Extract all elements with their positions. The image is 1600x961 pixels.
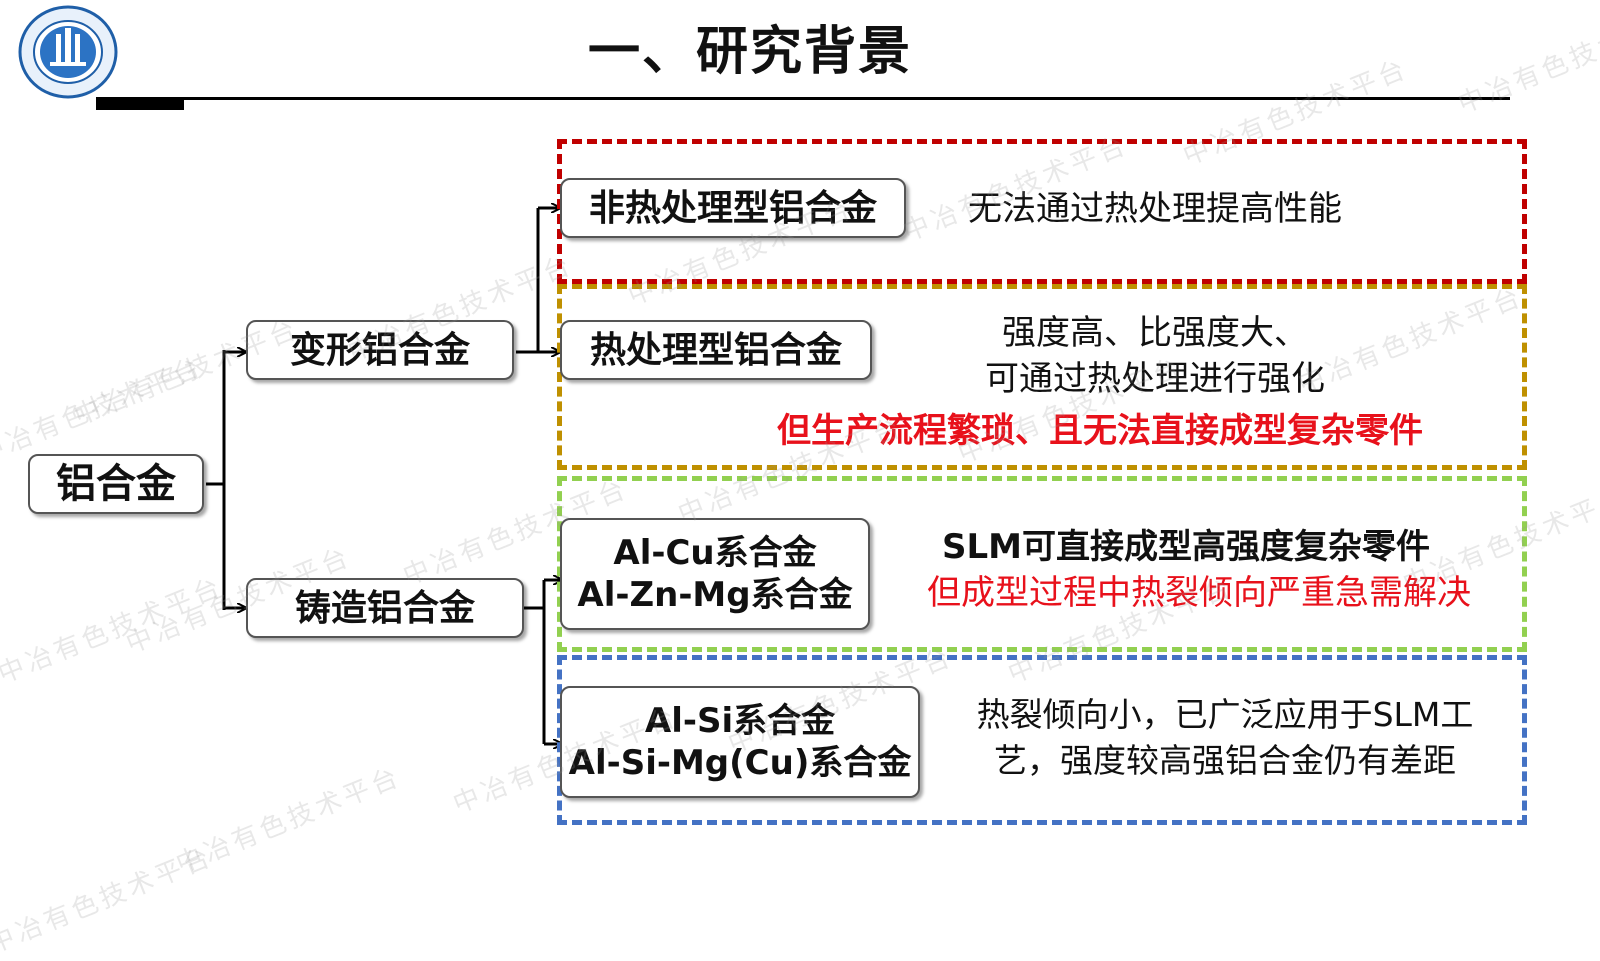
desc-heat-treatable: 强度高、比强度大、 可通过热处理进行强化	[920, 310, 1390, 402]
desc-non-heat-treatable: 无法通过热处理提高性能	[920, 186, 1390, 232]
desc-line: 热裂倾向小，已广泛应用于SLM工	[976, 695, 1474, 734]
desc-al-cu-zn: SLM可直接成型高强度复杂零件	[886, 524, 1486, 570]
desc-line: 强度高、比强度大、	[1002, 313, 1308, 353]
desc-line: 可通过热处理进行强化	[985, 359, 1325, 399]
branch-node-wrought: 变形铝合金	[246, 320, 514, 380]
leaf-label-line: Al-Zn-Mg系合金	[577, 575, 853, 615]
leaf-node-al-si: Al-Si系合金 Al-Si-Mg(Cu)系合金	[560, 686, 920, 798]
group-box-al-si	[557, 655, 1527, 825]
branch-label: 铸造铝合金	[294, 587, 475, 629]
desc-red-line: 但生产流程繁琐、且无法直接成型复杂零件	[777, 411, 1423, 451]
group-box-non-heat-treatable	[557, 139, 1527, 284]
desc-al-si: 热裂倾向小，已广泛应用于SLM工 艺，强度较高强铝合金仍有差距	[930, 692, 1520, 784]
leaf-node-al-cu-zn: Al-Cu系合金 Al-Zn-Mg系合金	[560, 518, 870, 630]
leaf-node-non-heat-treatable: 非热处理型铝合金	[560, 178, 906, 238]
desc-red-heat-treatable: 但生产流程繁琐、且无法直接成型复杂零件	[700, 408, 1500, 454]
desc-line: 艺，强度较高强铝合金仍有差距	[994, 741, 1456, 780]
leaf-node-heat-treatable: 热处理型铝合金	[560, 320, 872, 380]
group-box-heat-treatable	[557, 284, 1527, 470]
leaf-label-line: Al-Si系合金	[644, 700, 836, 741]
group-box-al-cu-zn	[557, 476, 1527, 652]
leaf-label: 热处理型铝合金	[589, 329, 842, 371]
desc-line: SLM可直接成型高强度复杂零件	[942, 527, 1430, 567]
page-title: 一、研究背景	[587, 22, 912, 82]
root-node: 铝合金	[28, 454, 204, 514]
desc-red-al-cu-zn: 但成型过程中热裂倾向严重急需解决	[876, 570, 1522, 616]
title-underline-accent	[96, 100, 184, 110]
leaf-label-line: Al-Si-Mg(Cu)系合金	[568, 743, 912, 783]
branch-node-cast: 铸造铝合金	[246, 578, 524, 638]
leaf-label-line: Al-Cu系合金	[613, 532, 817, 573]
university-logo	[18, 5, 118, 99]
title-underline	[96, 97, 1510, 100]
desc-red-line: 但成型过程中热裂倾向严重急需解决	[927, 573, 1471, 613]
branch-label: 变形铝合金	[289, 329, 470, 371]
desc-line: 无法通过热处理提高性能	[968, 189, 1342, 229]
leaf-label: 非热处理型铝合金	[588, 187, 877, 229]
root-label: 铝合金	[56, 461, 176, 507]
